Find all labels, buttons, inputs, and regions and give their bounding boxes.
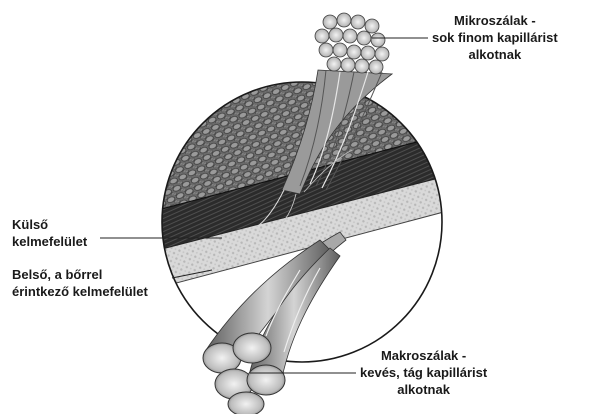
label-outer-line1: Külső [12, 216, 87, 233]
label-macrofibers: Makroszálak - kevés, tág kapillárist alk… [360, 347, 487, 398]
label-outer-line2: kelmefelület [12, 233, 87, 250]
label-outer-surface: Külső kelmefelület [12, 216, 87, 250]
label-microfibers-line2: sok finom kapillárist [432, 29, 558, 46]
label-inner-line1: Belső, a bőrrel [12, 266, 148, 283]
label-microfibers-line1: Mikroszálak - [432, 12, 558, 29]
label-macrofibers-line1: Makroszálak - [360, 347, 487, 364]
label-macrofibers-line2: kevés, tág kapillárist [360, 364, 487, 381]
label-microfibers-line3: alkotnak [432, 46, 558, 63]
label-macrofibers-line3: alkotnak [360, 381, 487, 398]
label-microfibers: Mikroszálak - sok finom kapillárist alko… [432, 12, 558, 63]
label-inner-line2: érintkező kelmefelület [12, 283, 148, 300]
label-inner-surface: Belső, a bőrrel érintkező kelmefelület [12, 266, 148, 300]
